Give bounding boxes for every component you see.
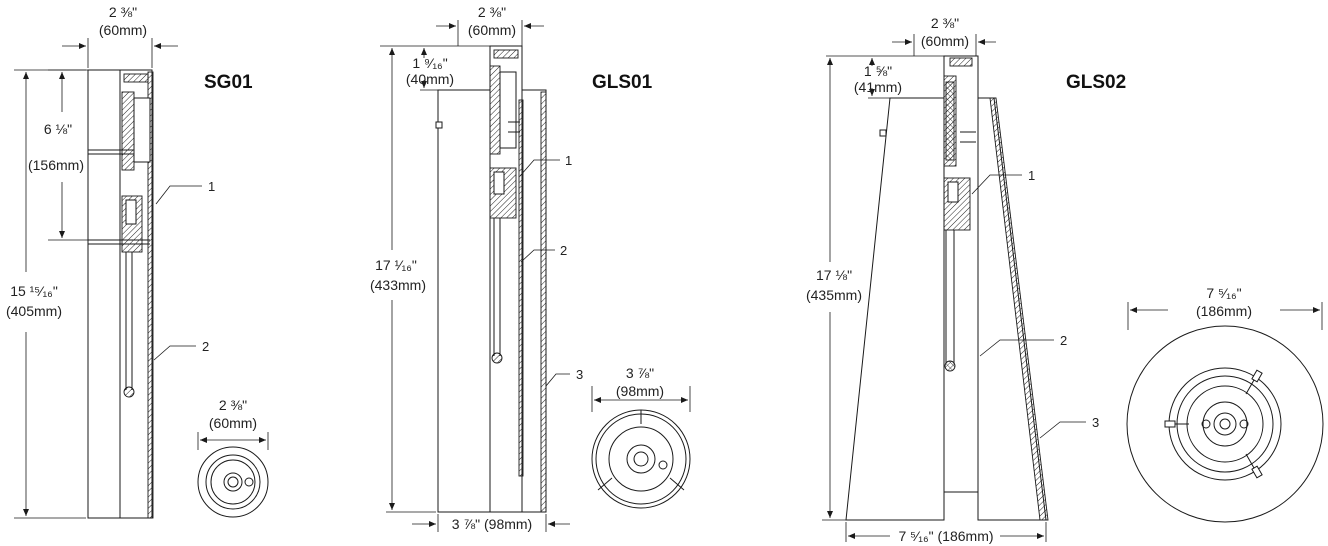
- sg01-upper-dim: 6 ⅛" (156mm): [28, 69, 88, 241]
- gls01-dim-bottom: 3 ⅞" (98mm): [452, 516, 532, 532]
- gls02-dim-base-mm: (186mm): [1196, 303, 1252, 319]
- gls02-callout-1: 1: [971, 168, 1035, 195]
- svg-text:1: 1: [565, 153, 572, 168]
- gls01-callout-3: 3: [545, 367, 583, 387]
- gls02-dim-upper: 1 ⅝": [864, 63, 892, 79]
- gls01-dim-top-mm: (60mm): [468, 22, 516, 38]
- sg01-title: SG01: [204, 72, 253, 93]
- svg-text:1: 1: [1028, 168, 1035, 183]
- sg01-top-width-dim: 2 ⅜" (60mm): [62, 4, 178, 68]
- gls01-dim-base: 3 ⅞": [626, 365, 654, 381]
- sg01-callout-2: 2: [153, 339, 209, 361]
- sg01-dim-upper: 6 ⅛": [44, 121, 72, 137]
- gls01-dim-upper-mm: (40mm): [406, 71, 454, 87]
- gls02-dim-top-mm: (60mm): [921, 33, 969, 49]
- sg01-drawing: SG01 2 ⅜" (60mm): [6, 4, 269, 519]
- gls01-dim-top: 2 ⅜": [478, 4, 506, 20]
- gls02-dim-height: 17 ⅛": [816, 267, 852, 283]
- svg-text:1: 1: [208, 179, 215, 194]
- svg-text:3: 3: [576, 367, 583, 382]
- gls01-callout-2: 2: [520, 243, 567, 263]
- svg-text:2: 2: [202, 339, 209, 354]
- gls01-bottom-dim: 3 ⅞" (98mm): [412, 514, 570, 532]
- sg01-dim-base-mm: (60mm): [209, 415, 257, 431]
- sg01-dim-height-mm: (405mm): [6, 303, 62, 319]
- gls02-dim-bottom: 7 ⁵⁄₁₆" (186mm): [898, 528, 993, 544]
- gls02-base-plan-view: 7 ⁵⁄₁₆" (186mm): [1126, 285, 1324, 523]
- gls02-drawing: GLS02 2 ⅜" (60mm): [806, 15, 1324, 544]
- gls02-height-dim: 17 ⅛" (435mm): [806, 58, 862, 521]
- gls02-dim-upper-mm: (41mm): [854, 79, 902, 95]
- sg01-base-plan-view: 2 ⅜" (60mm): [197, 397, 269, 518]
- gls01-body: [435, 45, 547, 513]
- gls02-dim-base: 7 ⁵⁄₁₆": [1206, 285, 1241, 301]
- sg01-dim-height: 15 ¹⁵⁄₁₆": [10, 283, 58, 299]
- gls01-upper-dim: 1 ⁹⁄₁₆" (40mm): [380, 45, 490, 91]
- sg01-body: [87, 69, 154, 519]
- gls02-callout-2: 2: [979, 333, 1067, 357]
- svg-text:3: 3: [1092, 415, 1099, 430]
- gls02-bottom-dim: 7 ⁵⁄₁₆" (186mm): [845, 522, 1047, 544]
- sg01-height-dim: 15 ¹⁵⁄₁₆" (405mm): [6, 69, 86, 519]
- gls01-height-dim: 17 ¹⁄₁₆" (433mm): [370, 48, 436, 513]
- gls02-title: GLS02: [1066, 72, 1126, 93]
- gls01-drawing: GLS01 2 ⅜" (60mm): [370, 4, 691, 532]
- gls02-dim-height-mm: (435mm): [806, 287, 862, 303]
- gls01-dim-height: 17 ¹⁄₁₆": [375, 257, 417, 273]
- sg01-dim-top: 2 ⅜": [109, 4, 137, 20]
- sg01-dim-base: 2 ⅜": [219, 397, 247, 413]
- gls01-top-width-dim: 2 ⅜" (60mm): [436, 4, 544, 46]
- gls01-dim-base-mm: (98mm): [616, 383, 664, 399]
- gls02-upper-dim: 1 ⅝" (41mm): [826, 55, 944, 99]
- gls01-dim-upper: 1 ⁹⁄₁₆": [412, 55, 447, 71]
- gls02-dim-top: 2 ⅜": [931, 15, 959, 31]
- gls02-callout-3: 3: [1039, 415, 1099, 439]
- gls02-body: [845, 55, 1049, 521]
- gls01-title: GLS01: [592, 72, 653, 93]
- sg01-dim-upper-mm: (156mm): [28, 157, 84, 173]
- sg01-dim-top-mm: (60mm): [99, 22, 147, 38]
- sg01-callout-1: 1: [155, 179, 215, 205]
- gls02-top-width-dim: 2 ⅜" (60mm): [892, 15, 996, 56]
- svg-text:2: 2: [560, 243, 567, 258]
- gls01-dim-height-mm: (433mm): [370, 277, 426, 293]
- gls01-callout-1: 1: [519, 153, 572, 177]
- gls01-base-plan-view: 3 ⅞" (98mm): [591, 365, 691, 509]
- svg-text:2: 2: [1060, 333, 1067, 348]
